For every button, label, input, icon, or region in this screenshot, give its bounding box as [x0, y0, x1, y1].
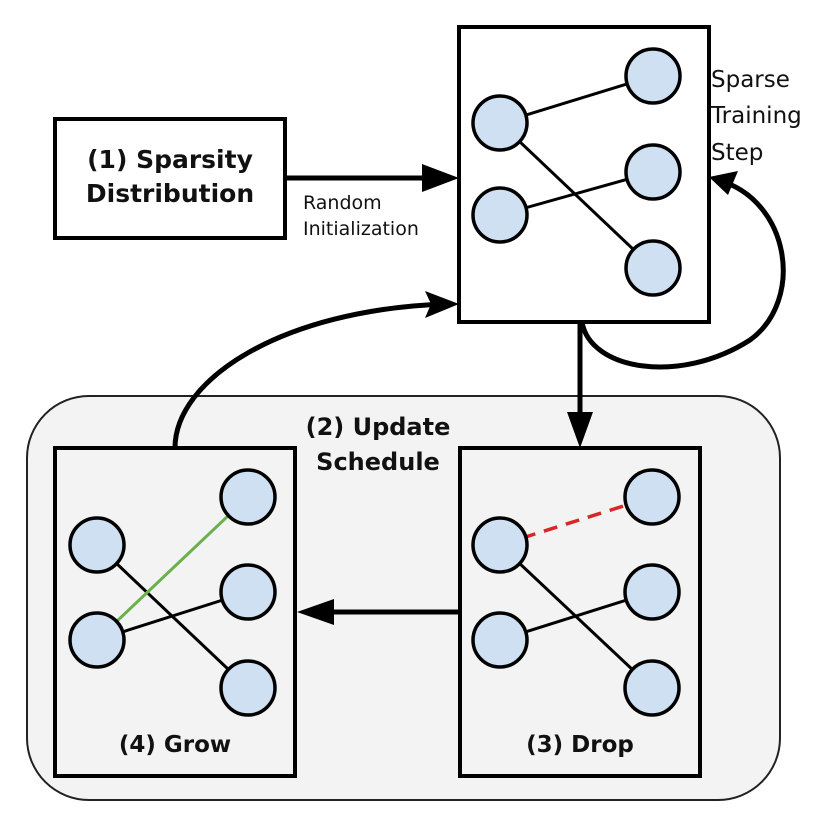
grow-label: (4) Grow	[119, 732, 231, 758]
training-loop-arrowhead	[709, 171, 738, 195]
neuron-node	[624, 143, 682, 201]
neuron-node	[219, 563, 277, 621]
sparsity-label-line1: (1) Sparsity	[87, 145, 253, 174]
drop-network	[471, 468, 681, 717]
random-init-label-line2: Initialization	[303, 218, 419, 240]
edge	[498, 121, 655, 270]
neuron-node	[624, 47, 682, 105]
grow-to-training-arrow	[172, 301, 446, 449]
neuron-node	[471, 516, 529, 574]
sparse-step-label-line1: Sparse	[711, 67, 790, 93]
neuron-node	[623, 468, 681, 526]
training-loop-arrow	[579, 177, 786, 370]
neuron-node	[624, 239, 682, 297]
update-schedule-label-line2: Schedule	[316, 448, 440, 476]
grow-network	[68, 468, 277, 717]
neuron-node	[471, 611, 529, 669]
grow-to-training-arrowhead	[425, 291, 459, 318]
neuron-node	[623, 563, 681, 621]
grown-edge	[95, 495, 250, 642]
neuron-node	[623, 659, 681, 717]
to-grow-arrowhead	[297, 599, 334, 625]
sparsity-label-line2: Distribution	[86, 179, 254, 208]
random-init-label-line1: Random	[303, 192, 382, 214]
sparse-step-label-line2: Training	[710, 103, 802, 129]
neuron-node	[68, 611, 126, 669]
neuron-node	[68, 516, 126, 574]
neuron-node	[219, 659, 277, 717]
neuron-node	[471, 94, 529, 152]
update-schedule-label-line1: (2) Update	[306, 413, 451, 441]
neuron-node	[219, 468, 277, 526]
sparse-step-label-line3: Step	[711, 140, 763, 166]
training-network	[471, 47, 682, 297]
neuron-node	[471, 186, 529, 244]
drop-label: (3) Drop	[526, 732, 634, 758]
sparsity-distribution-box	[53, 117, 287, 240]
to-drop-arrowhead	[567, 412, 593, 448]
random-init-arrowhead	[422, 164, 459, 192]
